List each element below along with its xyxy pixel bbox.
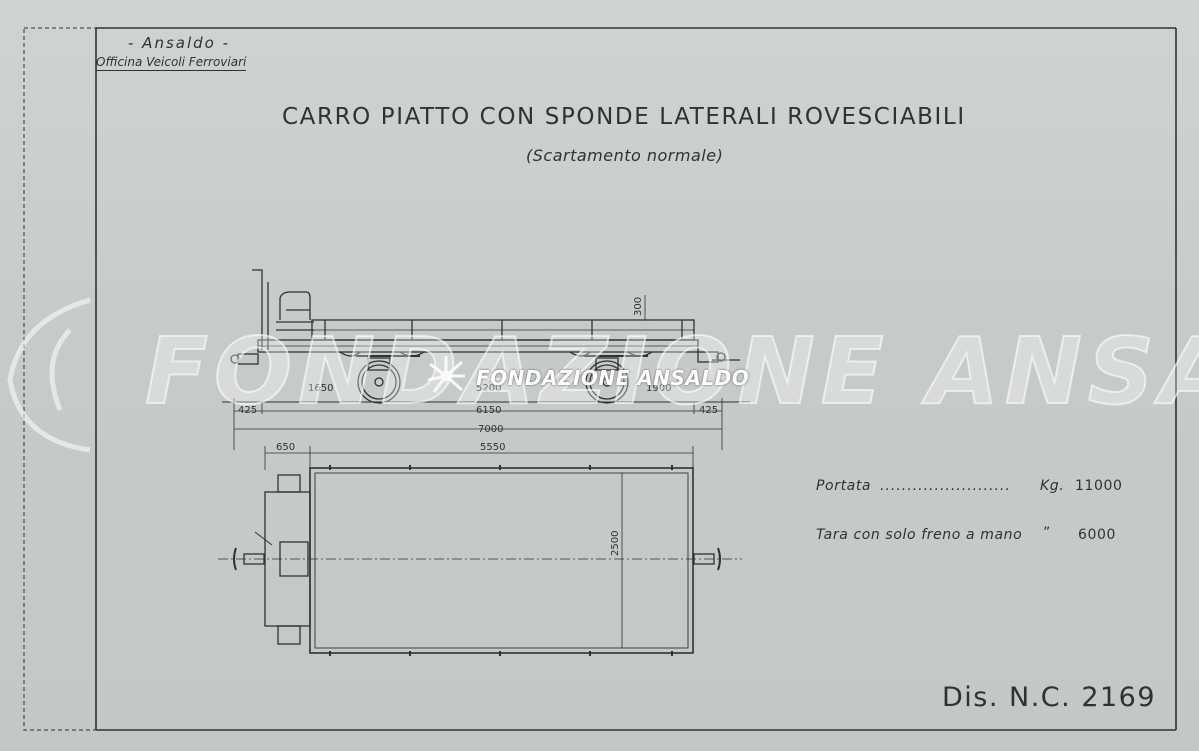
dim-side-height: 300	[633, 296, 644, 316]
plan-view	[218, 446, 742, 656]
drawing-title: CARRO PIATTO CON SPONDE LATERALI ROVESCI…	[282, 104, 966, 130]
drawing-number: Dis. N.C. 2169	[942, 682, 1157, 713]
tare-ditto-mark: ”	[1043, 525, 1051, 541]
watermark-large-logo-icon	[7, 297, 91, 453]
watermark-logo-icon	[427, 356, 465, 393]
company-name: - Ansaldo -	[128, 34, 231, 52]
dim-overhang-right: 425	[699, 405, 719, 416]
side-elevation-view	[222, 269, 750, 450]
dim-axle-right: 1900	[646, 383, 672, 394]
capacity-leader-dots: ........................	[880, 478, 1011, 494]
dim-deck-length: 5550	[480, 442, 506, 453]
watermark-small-text: FONDAZIONE ANSALDO	[476, 366, 750, 390]
watermark-large-text: FONDAZIONE ANSALDO	[144, 317, 1199, 426]
dim-wheelbase: 5200	[476, 383, 502, 394]
capacity-value: 11000	[1075, 478, 1123, 494]
drawing-subtitle: (Scartamento normale)	[526, 146, 724, 165]
dim-axle-left: 1650	[308, 383, 334, 394]
dim-overall-length: 7000	[478, 424, 504, 435]
department-name: Officina Veicoli Ferroviari	[96, 55, 247, 71]
dim-overhang-left: 425	[238, 405, 258, 416]
tare-label: Tara con solo freno a mano	[816, 527, 1023, 543]
dim-frame-length: 6150	[476, 405, 502, 416]
capacity-unit: Kg.	[1040, 478, 1065, 494]
dim-top-offset: 650	[276, 442, 296, 453]
tare-value: 6000	[1078, 527, 1117, 543]
capacity-label: Portata	[816, 478, 872, 494]
dim-deck-width: 2500	[610, 530, 621, 556]
